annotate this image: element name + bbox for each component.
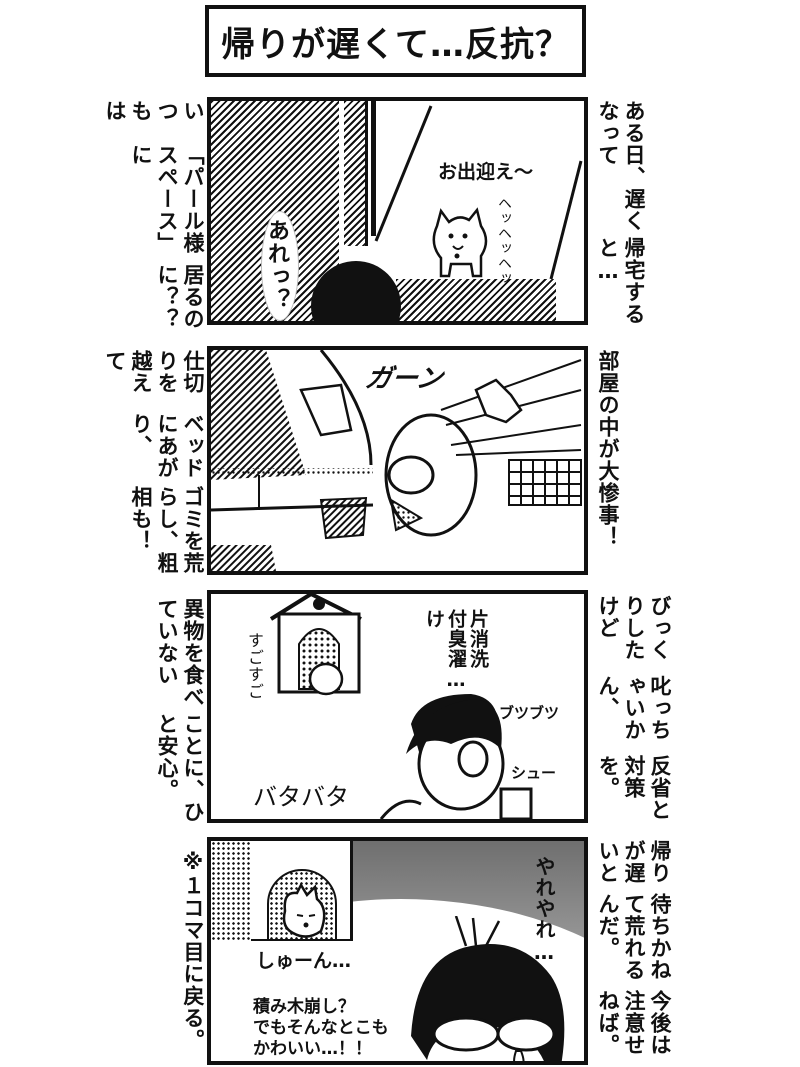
panel-2-caption-left: 仕切りを越えて ベッドにあがり、 ゴミを荒らし、粗相も！ — [102, 350, 206, 585]
sfx-spray: シュー — [511, 764, 557, 782]
caption-line: ※１コマ目に戻る。 — [181, 850, 205, 1051]
caption-line: 部屋の中が大惨事！ — [596, 350, 620, 548]
speech-dog: お出迎え〜 — [438, 161, 534, 183]
caption-line: 今後は注意せねば。 — [596, 990, 672, 1057]
caption-line: 仕切りを越えて — [103, 350, 205, 394]
panel-1-caption-right: ある日、遅くなって 帰宅すると… — [595, 100, 647, 330]
speech-sigh: やれやれ… — [532, 856, 556, 965]
sfx-mutter: ブツブツ — [499, 704, 560, 722]
caption-line: 帰宅すると… — [596, 236, 646, 325]
panel-2: ガーン — [207, 346, 588, 575]
caption-line: 異物を食べていない — [155, 598, 205, 708]
comic-title: 帰りが遅くて…反抗？ — [221, 24, 570, 65]
sad-dog-icon — [282, 883, 326, 938]
caption-line: ある日、遅くなって — [596, 100, 646, 232]
sfx-gaan: ガーン — [362, 364, 445, 394]
panel-4-caption-right: 帰りが遅いと 待ちかねて荒れるんだ。 今後は注意せねば。 — [595, 840, 673, 1067]
speech-line: でもそんなとこも — [253, 1018, 389, 1038]
speech-owner: 積み木崩し？ でもそんなとこも かわいい…！！ — [253, 997, 389, 1060]
task-item: 消臭 — [445, 629, 489, 649]
caption-line: ことに、ひと安心。 — [155, 713, 205, 823]
caption-line: いつもは — [103, 100, 205, 122]
room-lines — [374, 105, 583, 280]
owner-drawing — [411, 916, 565, 1061]
task-list: 片付け 消臭 洗濯… — [423, 609, 489, 692]
panel-4: しゅーん… やれやれ… 積み木崩し？ でもそんなとこも かわいい…！！ — [207, 837, 588, 1065]
door-edge — [371, 101, 376, 236]
caption-line: 叱っちゃいかん、 — [596, 675, 672, 741]
sfx-rush: バタバタ — [253, 783, 349, 811]
wall-screentone — [211, 841, 251, 941]
sfx-dog-sneak: すごすご — [245, 632, 264, 700]
panel-3-caption-left: 異物を食べていない ことに、ひと安心。 — [154, 598, 206, 828]
sfx-dog-pant: ヘッヘッヘッ — [496, 196, 512, 286]
caption-line: 帰りが遅いと — [596, 840, 672, 884]
speech-line: かわいい…！！ — [253, 1039, 372, 1059]
door-frame — [344, 101, 368, 246]
panel-3: 片付け 消臭 洗濯… すごすご ブツブツ シュー バタバタ — [207, 590, 588, 823]
panel-1: あれっ？ お出迎え〜 ヘッヘッヘッ — [207, 97, 588, 325]
caption-line: 待ちかねて荒れるんだ。 — [596, 893, 672, 982]
task-item: 片付け — [423, 609, 489, 629]
sfx-dog-sulk: しゅーん… — [256, 950, 352, 972]
caption-line: 反省と対策を。 — [596, 755, 672, 821]
speech-bubble — [261, 211, 299, 321]
comic-title-box: 帰りが遅くて…反抗？ — [205, 5, 586, 77]
floor-hatch — [396, 279, 556, 321]
caption-line: 「パール様スペース」に — [129, 143, 205, 254]
caption-line: ゴミを荒らし、粗相も！ — [129, 485, 205, 574]
speech-line: 積み木崩し？ — [253, 997, 355, 1017]
cleanup-drawing — [269, 594, 533, 819]
panel-3-caption-right: びっくりしたけど 叱っちゃいかん、 反省と対策を。 — [595, 595, 673, 825]
panel-1-caption-left: いつもは 「パール様スペース」に 居るのに？？ — [102, 100, 206, 330]
panel-2-caption-right: 部屋の中が大惨事！ — [595, 350, 621, 580]
messy-room-drawing — [211, 350, 582, 571]
caption-line: 居るのに？？ — [155, 264, 205, 330]
caption-line: ベッドにあがり、 — [129, 413, 205, 480]
caption-line: びっくりしたけど — [596, 595, 672, 661]
task-item: 洗濯… — [445, 649, 489, 692]
panel-4-caption-left: ※１コマ目に戻る。 — [180, 850, 206, 1065]
dog-icon — [432, 207, 488, 278]
speech-owner: あれっ？ — [264, 219, 289, 311]
